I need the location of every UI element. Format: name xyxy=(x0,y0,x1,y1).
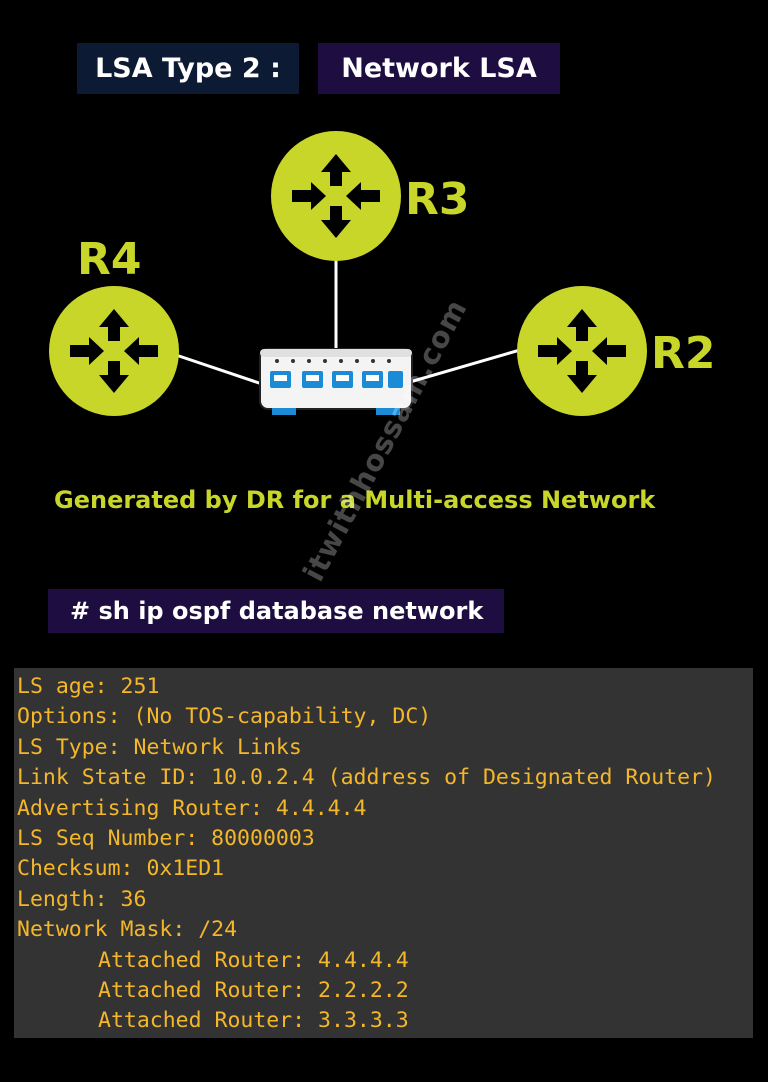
link-r2-switch xyxy=(409,348,521,384)
terminal-line: LS Seq Number: 80000003 xyxy=(17,825,315,851)
terminal-line: Options: (No TOS-capability, DC) xyxy=(17,704,432,730)
lsa-name-title: Network LSA xyxy=(318,43,560,94)
lsa-type-title: LSA Type 2 : xyxy=(77,43,299,94)
terminal-line: LS age: 251 xyxy=(17,674,160,699)
diagram-caption: Generated by DR for a Multi-access Netwo… xyxy=(54,486,656,514)
router-label-r4: R4 xyxy=(77,234,142,285)
router-r3 xyxy=(271,131,401,261)
network-switch-icon xyxy=(259,348,413,415)
terminal-line: Link State ID: 10.0.2.4 (address of Desi… xyxy=(17,765,716,791)
network-diagram: R3 R4 R2 xyxy=(49,131,716,416)
router-label-r3: R3 xyxy=(405,174,470,225)
terminal-line: Checksum: 0x1ED1 xyxy=(17,856,225,882)
command-label: # sh ip ospf database network xyxy=(48,589,504,633)
router-r4 xyxy=(49,286,179,416)
terminal-line: Network Mask: /24 xyxy=(17,917,238,943)
terminal-line: Advertising Router: 4.4.4.4 xyxy=(17,795,367,821)
router-label-r2: R2 xyxy=(651,328,716,379)
attached-router-line: Attached Router: 4.4.4.4 xyxy=(98,947,409,973)
terminal-line: Length: 36 xyxy=(17,886,147,912)
router-r2 xyxy=(517,286,647,416)
link-r4-switch xyxy=(175,353,263,386)
attached-router-line: Attached Router: 2.2.2.2 xyxy=(98,977,409,1003)
attached-router-line: Attached Router: 3.3.3.3 xyxy=(98,1008,409,1034)
terminal-output: LS age: 251 Options: (No TOS-capability,… xyxy=(14,668,753,1038)
terminal-line: LS Type: Network Links xyxy=(17,734,302,760)
